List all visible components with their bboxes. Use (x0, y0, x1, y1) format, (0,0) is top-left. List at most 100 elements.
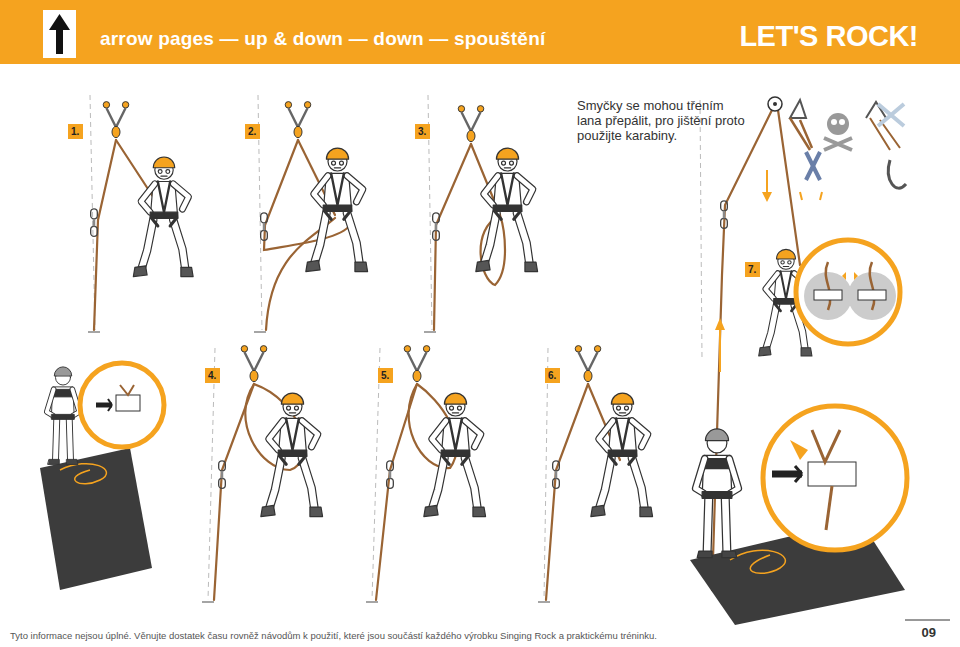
warning-icons-part (839, 119, 845, 125)
page-number-box: 09 (922, 625, 936, 640)
magnifier-insets-part (763, 406, 907, 550)
ropes-part (778, 110, 800, 265)
footer-rule (905, 620, 950, 621)
warning-note: Smyčky se mohou třením lana přepálit, pr… (577, 98, 747, 143)
mats-part (60, 464, 106, 484)
anchors-part (575, 346, 601, 382)
climbers-part (591, 393, 653, 517)
magnifier-insets-part (848, 272, 896, 320)
brand-logo-box: LET'S ROCK! (739, 20, 918, 53)
pulley-part (773, 102, 777, 106)
magnifier-insets-part (826, 486, 832, 530)
wall-lines-part (544, 348, 548, 600)
direction-arrows (715, 170, 772, 372)
magnifier-insets-part (120, 385, 134, 395)
anchors-part (103, 102, 129, 138)
step-number-box: 6. (545, 368, 560, 383)
step-number-box: 1. (68, 124, 83, 139)
step-number-box: 7. (745, 262, 760, 277)
brand-logo: LET'S ROCK! (739, 20, 918, 53)
anchors-part (241, 346, 267, 382)
quickdraws-part (387, 461, 394, 489)
anchors (103, 102, 601, 382)
magnifier-insets-part (80, 363, 164, 447)
mats-part (730, 550, 785, 573)
pulley (768, 97, 782, 111)
magnifier-insets-part (796, 240, 900, 344)
direction-arrows-part (715, 318, 725, 372)
climbers-part (476, 148, 538, 272)
page-number: 09 (922, 625, 936, 640)
quickdraws-part (553, 461, 560, 489)
magnifier-insets-part (116, 395, 140, 411)
step-number: 5. (381, 370, 393, 382)
ropes (70, 110, 800, 600)
warning-icons-part (790, 100, 806, 118)
ground-marks-part (88, 332, 550, 602)
page-title: arrow pages — up & down — down — spouště… (100, 28, 545, 50)
wall-lines (90, 95, 702, 600)
quickdraws-part (219, 461, 226, 489)
step-number: 6. (548, 370, 560, 382)
warning-icons-part (806, 152, 820, 180)
header-band-part (49, 14, 70, 54)
step-number-box: 4. (205, 368, 220, 383)
step-number: 3. (418, 126, 430, 138)
magnifier-insets-part (772, 471, 802, 478)
warning-icons (790, 100, 906, 200)
ropes-part (376, 384, 417, 600)
anchors-part (458, 106, 484, 142)
header-band (0, 0, 960, 64)
warning-icons-part (827, 113, 849, 135)
quickdraws-part (721, 201, 728, 229)
magnifier-insets-part (842, 272, 858, 280)
belayers-part (47, 367, 80, 465)
mats-part (40, 448, 152, 590)
quickdraws-part (433, 213, 440, 241)
anchors-part (285, 102, 311, 138)
wall-lines-part (700, 100, 702, 360)
magnifier-insets-part (804, 272, 852, 320)
footer-note: Tyto informace nejsou úplné. Věnujte dos… (10, 630, 657, 641)
climbers-part (306, 148, 368, 272)
wall-lines-part (372, 348, 380, 600)
ground-marks (88, 332, 550, 602)
magnifier-insets-part (826, 262, 875, 310)
step-number-box: 2. (245, 124, 260, 139)
warning-icons-part (888, 160, 906, 188)
quickdraws-part (91, 209, 98, 237)
step-number: 2. (248, 126, 260, 138)
belayers-part (696, 429, 739, 558)
magnifier-insets-part (790, 440, 808, 460)
warning-icons-part (800, 192, 822, 200)
anchors-part (404, 346, 430, 382)
pulley-part (768, 97, 782, 111)
step-number: 7. (748, 264, 760, 276)
header-band-part (43, 10, 76, 58)
footer-note-box: Tyto informace nejsou úplné. Věnujte dos… (10, 630, 657, 641)
step-number: 1. (71, 126, 83, 138)
magnifier-insets-part (814, 290, 842, 300)
climbers-part (261, 393, 323, 517)
warning-icons-part (806, 152, 820, 180)
magnifier-insets-part (858, 290, 886, 300)
ropes-part (214, 384, 254, 600)
step-number-box: 5. (378, 368, 393, 383)
warning-icons-part (878, 104, 904, 126)
warning-icons-part (831, 119, 837, 125)
ropes-part (546, 384, 588, 600)
magnifier-insets-part (96, 403, 112, 408)
climbers-part (133, 157, 193, 277)
header-band-part (0, 0, 960, 64)
magnifier-insets-part (812, 430, 840, 462)
climbers-part (424, 393, 486, 517)
magnifier-insets-part (808, 462, 856, 486)
warning-note-box: Smyčky se mohou třením lana přepálit, pr… (577, 98, 747, 143)
direction-arrows-part (762, 170, 772, 202)
page-title-box: arrow pages — up & down — down — spouště… (100, 28, 545, 50)
step-number: 4. (208, 370, 220, 382)
warning-icons-part (790, 118, 812, 150)
quickdraws-part (261, 213, 268, 241)
warning-icons-part (870, 118, 900, 150)
